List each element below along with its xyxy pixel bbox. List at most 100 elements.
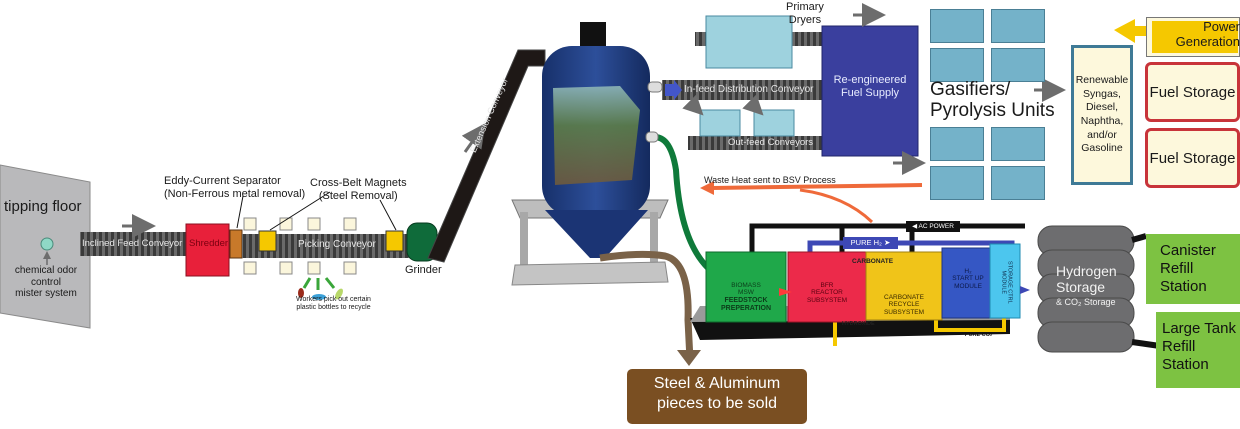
picking-conveyor-label: Picking Conveyor	[298, 239, 376, 250]
shredder	[185, 223, 230, 277]
dryer-feed-arrow	[682, 94, 704, 116]
co2-storage-line: & CO₂ Storage	[1056, 297, 1116, 308]
module-h2-startup	[941, 247, 995, 319]
hydroxide-label: HYDROXIDE	[842, 321, 875, 327]
fuel-storage-1: Fuel Storage	[1145, 62, 1240, 122]
magnet-callout-line-2	[379, 199, 397, 231]
eddy-callout-line	[236, 195, 244, 229]
gasifier-unit	[991, 9, 1045, 43]
fuel-supply-line: Fuel Supply	[840, 86, 900, 99]
pure-h2-label: PURE H₂	[850, 238, 882, 247]
module-line: REACTOR	[811, 289, 843, 297]
tank-outlet-lower	[645, 131, 659, 143]
gasifiers-label: Gasifiers/ Pyrolysis Units	[930, 79, 1055, 121]
module-line: BFR	[820, 282, 834, 289]
primary-dryer	[705, 15, 793, 69]
bottle-recycle-arrows	[302, 277, 336, 290]
mister-label-line: control	[30, 276, 61, 288]
workers-note: Workers pick out certain plastic bottles…	[296, 296, 371, 312]
out-feed-conveyor	[688, 136, 822, 150]
feedstock-to-reactor-arrow	[779, 288, 792, 296]
ac-power-label: AC POWER	[918, 223, 954, 230]
extension-direction-arrow	[461, 123, 486, 153]
ac-power-arrow-icon: ◀	[912, 223, 918, 230]
module-bfr-reactor	[787, 251, 867, 323]
refill-line: Refill	[1160, 260, 1194, 277]
pure-co2-label: PURE CO₂	[965, 332, 993, 338]
power-generation-line: Generation	[1175, 33, 1240, 49]
fuel-supply-line: Re-engineered	[833, 74, 907, 86]
in-feed-arrow-icon	[665, 80, 682, 100]
dryer-feed-arrow	[742, 94, 764, 116]
renewable-products-label: Renewable Syngas, Diesel, Naphtha, and/o…	[1071, 74, 1133, 156]
power-generation-line: Power	[1203, 19, 1240, 34]
mister-label: chemical odor control mister system	[6, 265, 86, 300]
secondary-dryer-1	[699, 109, 741, 137]
module-storage-ctrl-label: STORAGE CTRL MODULE	[1000, 260, 1013, 304]
secondary-dryer-2	[753, 109, 795, 137]
products-line: Naphtha,	[1080, 114, 1124, 127]
gasifiers-line: Gasifiers/	[930, 79, 1011, 100]
module-line: H₂	[964, 268, 972, 275]
module-line: CARBONATE	[884, 294, 924, 301]
module-feedstock-label: BIOMASS MSW FEEDSTOCK PREPERATION	[706, 282, 786, 313]
hydrogen-storage-line: Storage	[1056, 279, 1106, 296]
renewable-products-box	[1071, 45, 1133, 185]
cross-belt-line: (Steel Removal)	[318, 189, 398, 202]
primary-dryers-label: Primary Dryers	[786, 1, 824, 26]
fuel-storage-2: Fuel Storage	[1145, 128, 1240, 188]
gasifier-unit	[991, 166, 1045, 200]
module-line: RECYCLE	[888, 301, 920, 309]
eddy-current-line: (Non-Ferrous metal removal)	[164, 187, 306, 200]
mister-label-line: chemical odor	[14, 265, 78, 276]
gasifier-unit	[991, 48, 1045, 82]
power-arrow	[1114, 19, 1170, 43]
scrap-metal-box: Steel & Aluminum pieces to be sold	[627, 369, 807, 424]
large-tank-refill-station: Large Tank Refill Station	[1156, 312, 1240, 388]
module-line: BIOMASS	[731, 282, 761, 289]
products-line: Renewable	[1075, 74, 1129, 86]
module-h2-startup-label: H₂ START UP MODULE	[942, 268, 994, 290]
tank-stand-leg	[520, 212, 528, 280]
refill-line: Station	[1162, 356, 1209, 373]
storage-to-canister-line	[1131, 233, 1147, 243]
storage-to-large-tank-line	[1131, 339, 1161, 349]
workers-note-line: Workers pick out certain	[296, 296, 371, 303]
eddy-current-label: Eddy-Current Separator (Non-Ferrous meta…	[164, 175, 305, 200]
products-line: Gasoline	[1081, 142, 1123, 155]
module-line: MSW	[738, 289, 754, 297]
mister-nozzle-icon	[40, 237, 54, 251]
module-line: FEEDSTOCK	[724, 296, 768, 304]
module-line: STORAGE CTRL	[1006, 260, 1013, 304]
brown-scrap-pipe	[599, 250, 694, 361]
module-line: START UP	[952, 275, 984, 283]
power-generation-fill	[1152, 21, 1238, 53]
in-feed-distribution-label: In-feed Distribution Conveyor	[684, 84, 814, 95]
waste-heat-riser	[799, 188, 874, 224]
refill-line: Refill	[1162, 338, 1196, 355]
refill-line: Canister	[1160, 242, 1216, 259]
products-line: and/or	[1087, 128, 1117, 141]
shredder-label: Shredder	[189, 238, 229, 249]
tank-outlet-upper	[647, 81, 663, 93]
plastic-bottle-icons	[298, 288, 343, 300]
gasifier-unit	[930, 166, 984, 200]
h2-output-arrow	[1020, 286, 1030, 294]
cross-belt-magnet-1	[258, 230, 277, 252]
mister-label-line: mister system	[15, 288, 77, 299]
tipping-floor-title: tipping floor	[4, 198, 82, 215]
gasifier-unit	[930, 9, 984, 43]
waste-heat-arrowhead	[700, 181, 714, 195]
module-line: MODULE	[954, 282, 982, 290]
refill-line: Large Tank	[1162, 320, 1236, 337]
products-line: Diesel,	[1085, 101, 1119, 114]
module-carbonate-recycle	[865, 251, 943, 321]
eddy-current-separator	[229, 229, 243, 259]
hydrogen-platform	[690, 318, 1010, 340]
power-generation-label: Power Generation	[1160, 19, 1240, 50]
scrap-line: Steel & Aluminum	[653, 375, 781, 392]
tank-motor	[580, 22, 606, 50]
fuel-supply-label: Re-engineered Fuel Supply	[822, 74, 918, 99]
hydrogen-storage-label: Hydrogen Storage & CO₂ Storage	[1056, 263, 1117, 308]
